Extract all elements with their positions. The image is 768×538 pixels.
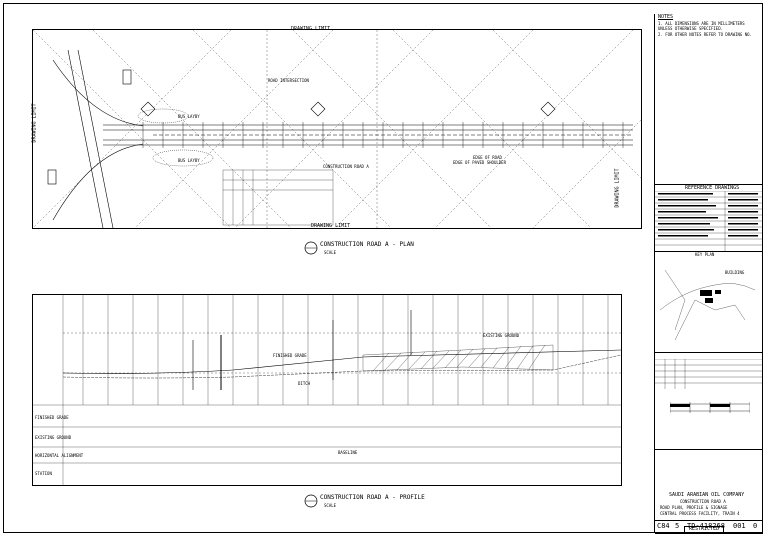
revision-number: 0 [753, 522, 758, 530]
key-plan: KEY PLAN BUILDING [655, 252, 763, 353]
drawing-limit-left-label: DRAWING LIMIT [31, 103, 38, 143]
plan-label-2: BUS LAYBY [178, 158, 200, 163]
key-plan-label: BUILDING [725, 270, 745, 275]
drawing-limit-bottom-label: DRAWING LIMIT [311, 223, 351, 229]
title-line-3: CENTRAL PROCESS FACILITY, TRAIN 4 [660, 511, 740, 516]
drawing-limit-top-label: DRAWING LIMIT [291, 26, 331, 32]
plan-label-4: EDGE OF PAVED SHOULDER [453, 160, 506, 165]
restricted-label: RESTRICTED [684, 526, 725, 533]
sheet-number: 001 [733, 522, 746, 530]
profile-scale: SCALE [324, 503, 337, 508]
profile-row-station: STATION [35, 471, 52, 476]
reference-drawings-table: REFERENCE DRAWINGS [655, 184, 763, 252]
reference-drawings-heading: REFERENCE DRAWINGS [685, 185, 740, 191]
profile-baseline: BASELINE [338, 450, 358, 455]
drawing-limit-right-label: DRAWING LIMIT [614, 168, 621, 208]
profile-note-ditch: DITCH [298, 381, 311, 386]
plan-title: CONSTRUCTION ROAD A - PLAN [320, 241, 414, 248]
plan-label-3: EDGE OF ROAD [473, 155, 502, 160]
title-line-2: ROAD PLAN, PROFILE & SIGNAGE [660, 505, 728, 510]
profile-row-existing-ground: EXISTING GROUND [35, 435, 72, 440]
drawing-sheet: DRAWING LIMIT DRAWING LIMIT DRAWING LIMI… [3, 3, 763, 534]
profile-row-alignment: HORIZONTAL ALIGNMENT [35, 453, 84, 458]
plan-label-1: BUS LAYBY [178, 114, 200, 119]
sheet-index: 5 [675, 522, 680, 530]
profile-note-finished: FINISHED GRADE [273, 353, 307, 358]
company-name: SAUDI ARABIAN OIL COMPANY [669, 492, 745, 498]
note-item-2: 2. FOR OTHER NOTES REFER TO DRAWING NO. [658, 32, 752, 37]
sheet-code: C84 [657, 522, 670, 530]
profile-title: CONSTRUCTION ROAD A - PROFILE [320, 494, 425, 501]
key-plan-heading: KEY PLAN [695, 252, 715, 257]
profile-frame: FINISHED GRADE EXISTING GROUND HORIZONTA… [32, 294, 622, 486]
notes-heading: NOTES [658, 14, 674, 20]
profile-drawing [33, 295, 621, 485]
profile-row-finished-grade: FINISHED GRADE [35, 415, 69, 420]
plan-scale: SCALE [324, 250, 337, 255]
title-line-1: CONSTRUCTION ROAD A [680, 499, 726, 504]
revision-table [655, 358, 763, 389]
profile-note-existing: EXISTING GROUND [483, 333, 520, 338]
road-ref-label: CONSTRUCTION ROAD A [323, 164, 369, 169]
note-item-1: 1. ALL DIMENSIONS ARE IN MILLIMETERS UNL… [658, 21, 745, 31]
intersection-note: ROAD INTERSECTION [268, 78, 309, 83]
plan-view-frame: DRAWING LIMIT DRAWING LIMIT DRAWING LIMI… [31, 26, 642, 229]
plan-drawing [33, 30, 641, 228]
title-block: SAUDI ARABIAN OIL COMPANY CONSTRUCTION R… [655, 449, 763, 534]
scale-bar [669, 399, 751, 419]
title-panel: NOTES 1. ALL DIMENSIONS ARE IN MILLIMETE… [654, 14, 763, 534]
